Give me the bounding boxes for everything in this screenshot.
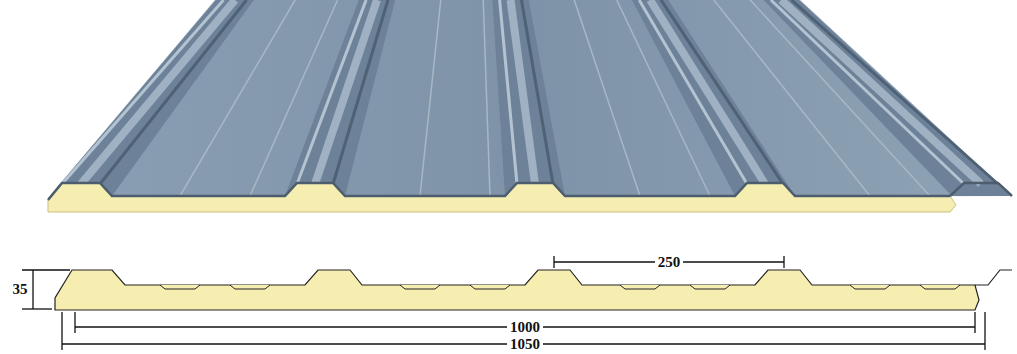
- sheet-edge: [48, 183, 950, 200]
- minor-ribs: [160, 285, 960, 289]
- dimension-lines: [22, 256, 985, 350]
- sheet-ribs: [50, 0, 1010, 196]
- dimension-label: 35: [10, 281, 31, 297]
- foam-core: [48, 183, 956, 212]
- dimension-label: 1000: [507, 319, 543, 335]
- section-profile: [55, 270, 979, 310]
- dimension-label: 250: [655, 254, 684, 270]
- overlap-lip: [950, 183, 1012, 196]
- roof-sheet: [48, 0, 1012, 198]
- section-lip: [975, 270, 1012, 285]
- dimension-label: 1050: [507, 336, 543, 352]
